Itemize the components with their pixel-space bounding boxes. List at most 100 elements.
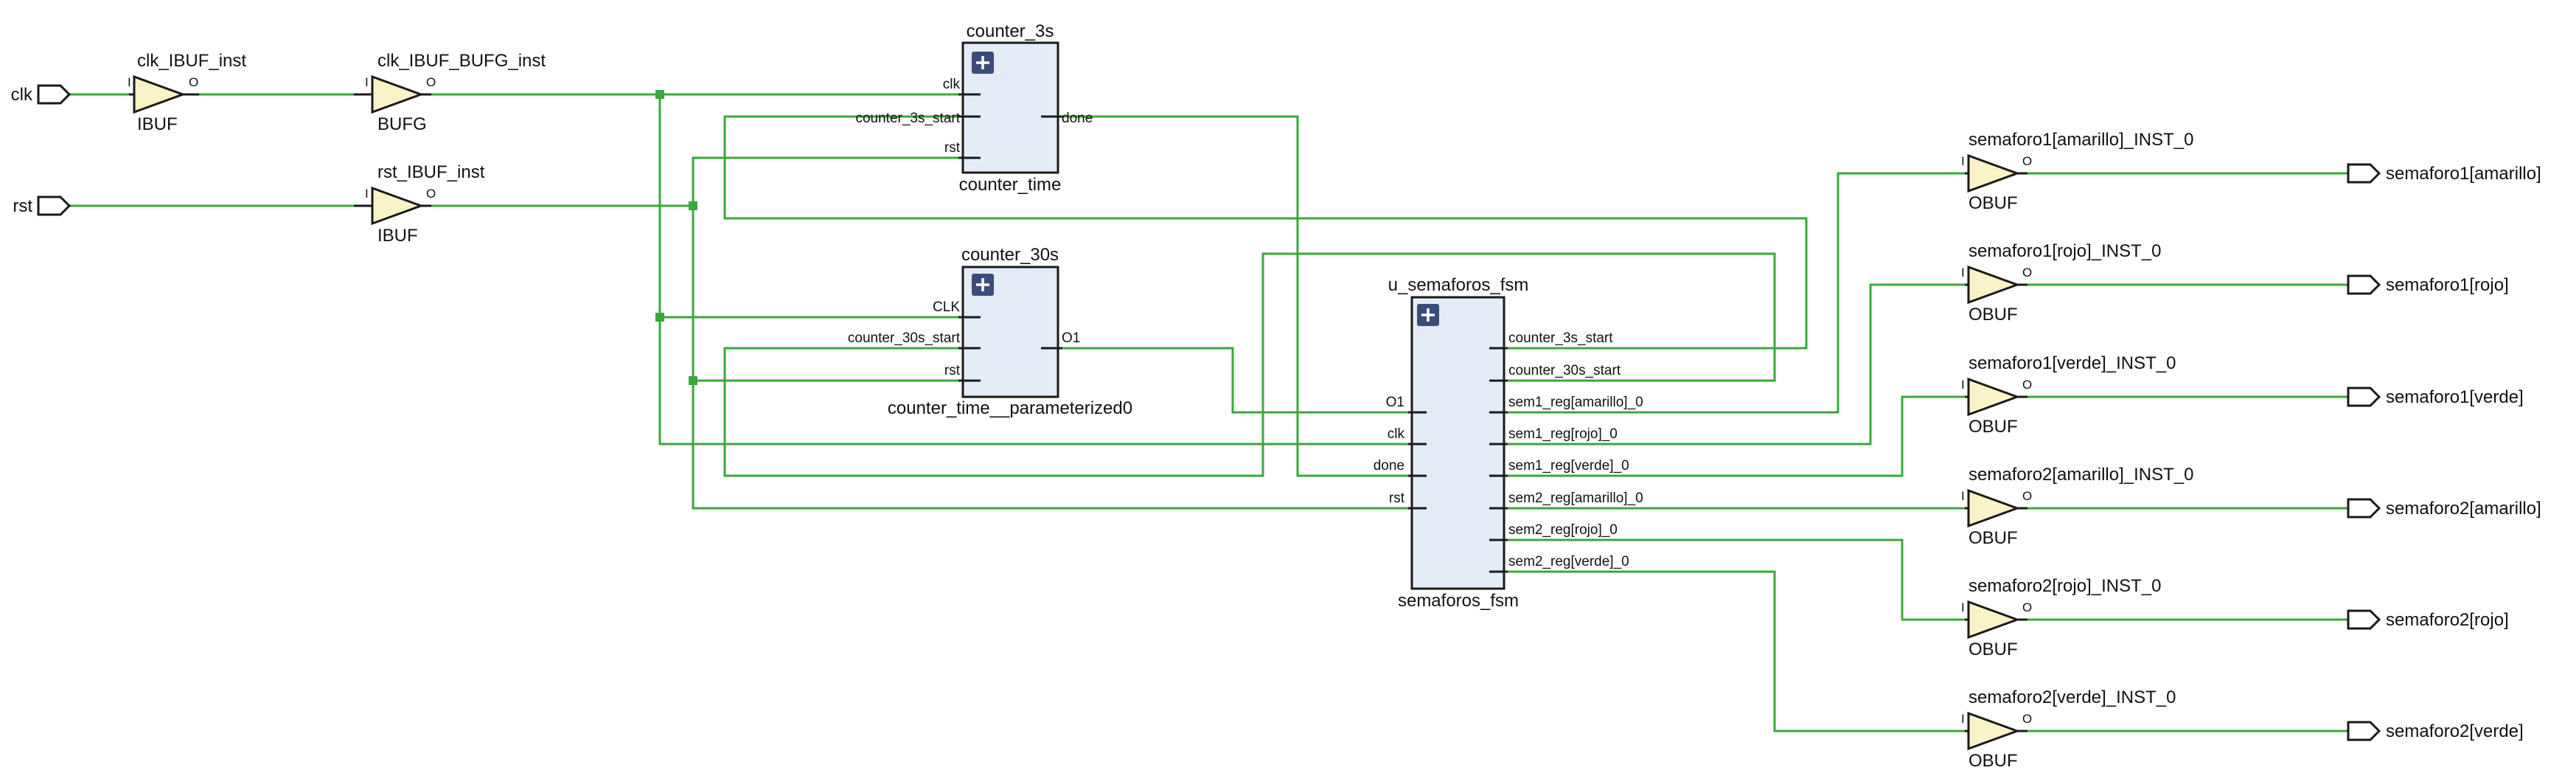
- pin-label-out: sem1_reg[amarillo]_0: [1508, 395, 1643, 410]
- pin-label-out: done: [1062, 111, 1093, 126]
- buffer-obuf-sem2-rojo[interactable]: semaforo2[rojo]_INST_0 I O OBUF: [1961, 576, 2161, 659]
- buffer-triangle-icon: [371, 186, 425, 226]
- port-label: semaforo2[amarillo]: [2386, 499, 2541, 519]
- instance-name: semaforo2[verde]_INST_0: [1968, 687, 2176, 707]
- buffer-type: OBUF: [1968, 751, 2018, 771]
- net-sem2-rojo[interactable]: [1508, 538, 1965, 621]
- pin-label-out: sem1_reg[rojo]_0: [1508, 426, 1618, 442]
- output-port-semaforo2-rojo[interactable]: semaforo2[rojo]: [2347, 609, 2509, 630]
- output-port-icon: [2347, 274, 2381, 295]
- buffer-triangle-icon: [133, 75, 187, 114]
- pin-label-out: O: [2022, 378, 2032, 392]
- buffer-type: OBUF: [1968, 193, 2018, 213]
- output-port-semaforo1-rojo[interactable]: semaforo1[rojo]: [2347, 274, 2509, 295]
- output-port-icon: [2347, 609, 2381, 630]
- block-semaforos-fsm[interactable]: u_semaforos_fsm O1 clk done rst counter_…: [1374, 275, 1643, 611]
- junction-rst-2: [689, 376, 697, 385]
- pin-label-in: I: [1961, 489, 1965, 503]
- buffer-triangle-icon: [1967, 600, 2021, 640]
- input-port-clk[interactable]: clk: [11, 84, 72, 105]
- block-module-name: semaforos_fsm: [1398, 591, 1519, 611]
- port-label: clk: [11, 85, 33, 105]
- buffer-type: BUFG: [377, 114, 427, 134]
- net-clk-to-fsm[interactable]: [658, 317, 1408, 446]
- pin-label-in: I: [365, 75, 369, 89]
- net-sem2-verde[interactable]: [1508, 570, 1965, 732]
- buffer-clk-ibuf[interactable]: clk_IBUF_inst I O IBUF: [128, 51, 246, 134]
- buffer-triangle-icon: [1967, 377, 2021, 417]
- buffer-clk-bufg[interactable]: clk_IBUF_BUFG_inst I O BUFG: [354, 51, 546, 134]
- buffer-triangle-icon: [371, 75, 425, 114]
- net-counter-30s-start[interactable]: [723, 252, 1776, 477]
- pin-label-in: done: [1374, 458, 1404, 474]
- port-label: semaforo2[verde]: [2386, 721, 2524, 741]
- expand-button[interactable]: [972, 52, 994, 74]
- buffer-rst-ibuf[interactable]: rst_IBUF_inst I O IBUF: [354, 162, 485, 246]
- pin-label-in: I: [1961, 600, 1965, 614]
- pin-label-in: I: [128, 75, 131, 89]
- pin-label-in: I: [1961, 378, 1965, 392]
- block-counter-30s[interactable]: counter_30s CLK counter_30s_start rst O1…: [848, 245, 1132, 418]
- instance-name: clk_IBUF_BUFG_inst: [377, 51, 546, 71]
- buffer-obuf-sem1-rojo[interactable]: semaforo1[rojo]_INST_0 I O OBUF: [1961, 241, 2161, 325]
- pin-label-out: O: [426, 187, 436, 201]
- pin-label-in: I: [1961, 712, 1965, 726]
- output-port-semaforo1-amarillo[interactable]: semaforo1[amarillo]: [2347, 163, 2541, 184]
- pin-label-out: sem2_reg[amarillo]_0: [1508, 491, 1643, 506]
- pin-label-in: I: [1961, 154, 1965, 168]
- buffer-triangle-icon: [1967, 265, 2021, 305]
- buffer-obuf-sem2-amarillo[interactable]: semaforo2[amarillo]_INST_0 I O OBUF: [1961, 465, 2193, 548]
- input-port-icon: [37, 195, 72, 216]
- buffer-type: IBUF: [377, 226, 418, 246]
- buffer-triangle-icon: [1967, 711, 2021, 751]
- net-clk-to-counter30s[interactable]: [658, 94, 958, 319]
- junction-clk-2: [655, 313, 664, 322]
- pin-label-out: O1: [1062, 330, 1080, 346]
- pin-label-in: rst: [944, 363, 961, 378]
- port-label: rst: [13, 196, 32, 216]
- pin-label-out: sem2_reg[rojo]_0: [1508, 522, 1618, 538]
- pin-label-in: counter_30s_start: [848, 330, 961, 346]
- output-port-semaforo2-verde[interactable]: semaforo2[verde]: [2347, 721, 2524, 741]
- net-rst-to-counter30s[interactable]: [692, 206, 958, 382]
- instance-name: semaforo2[rojo]_INST_0: [1968, 576, 2161, 596]
- expand-button[interactable]: [972, 274, 994, 296]
- buffer-obuf-sem1-amarillo[interactable]: semaforo1[amarillo]_INST_0 I O OBUF: [1961, 130, 2193, 213]
- junction-clk-1: [655, 90, 664, 99]
- net-sem1-amarillo[interactable]: [1508, 172, 1965, 414]
- buffer-type: OBUF: [1968, 640, 2018, 659]
- pin-label-in: rst: [944, 140, 961, 156]
- instance-name: semaforo2[amarillo]_INST_0: [1968, 465, 2193, 485]
- net-counter-3s-start[interactable]: [723, 115, 1808, 350]
- output-port-icon: [2347, 163, 2381, 184]
- pin-label-in: I: [365, 187, 369, 201]
- net-o1[interactable]: [1058, 347, 1408, 414]
- buffer-obuf-sem1-verde[interactable]: semaforo1[verde]_INST_0 I O OBUF: [1961, 353, 2176, 437]
- net-rst-to-fsm[interactable]: [692, 381, 1408, 510]
- pin-label-out: O: [426, 75, 436, 89]
- instance-name: semaforo1[verde]_INST_0: [1968, 353, 2176, 373]
- block-counter-3s[interactable]: counter_3s clk counter_3s_start rst done…: [855, 21, 1093, 195]
- input-port-icon: [37, 84, 72, 105]
- net-rst-to-counter3s[interactable]: [692, 156, 958, 206]
- buffer-triangle-icon: [1967, 153, 2021, 193]
- pin-label-in: O1: [1386, 395, 1404, 410]
- input-port-rst[interactable]: rst: [13, 195, 72, 216]
- output-port-semaforo1-verde[interactable]: semaforo1[verde]: [2347, 387, 2524, 407]
- pin-label-out: counter_3s_start: [1508, 330, 1613, 346]
- net-done[interactable]: [1058, 115, 1408, 477]
- pin-label-out: sem1_reg[verde]_0: [1508, 458, 1629, 474]
- pin-label-out: O: [2022, 600, 2032, 614]
- pin-label-out: O: [2022, 266, 2032, 280]
- net-sem1-rojo[interactable]: [1508, 283, 1965, 446]
- pin-label-in: I: [1961, 266, 1965, 280]
- output-port-icon: [2347, 721, 2381, 741]
- buffer-obuf-sem2-verde[interactable]: semaforo2[verde]_INST_0 I O OBUF: [1961, 687, 2176, 771]
- pin-label-in: counter_3s_start: [855, 111, 960, 126]
- output-port-icon: [2347, 387, 2381, 407]
- expand-button[interactable]: [1417, 304, 1439, 326]
- net-sem1-verde[interactable]: [1508, 395, 1965, 477]
- output-port-semaforo2-amarillo[interactable]: semaforo2[amarillo]: [2347, 498, 2541, 519]
- block-body: [1410, 296, 1505, 590]
